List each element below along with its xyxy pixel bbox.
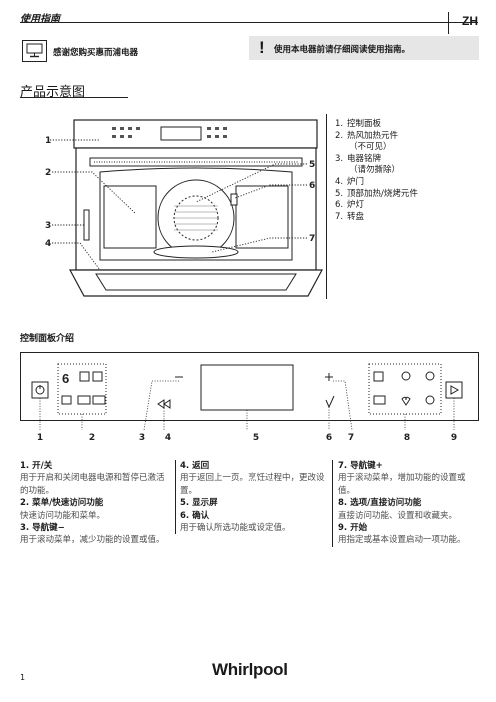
- warning-icon: !: [259, 38, 265, 57]
- item-text: 用指定或基本设置启动一项功能。: [338, 535, 466, 546]
- power-button: [31, 381, 49, 399]
- oven-diagram: 1 2 3 4 5 6 7: [45, 119, 324, 297]
- lock-icon: [373, 371, 384, 382]
- item-text: 快速访问功能和菜单。: [20, 510, 106, 521]
- brand-logo: Whirlpool: [212, 660, 288, 679]
- description-column-2: 4. 返回 用于返回上一页。烹饪过程中，更改设置。 5. 显示屏 6. 确认 用…: [175, 460, 330, 535]
- description-column-1: 1. 开/关 用于开启和关闭电器电源和暂停已激活的功能。 2. 菜单/快速访问功…: [20, 460, 170, 547]
- six-sense-icon: 6: [62, 371, 69, 386]
- item-heading: 3. 导航键−: [20, 523, 65, 534]
- list-item: 1.控制面板: [335, 119, 382, 129]
- callout-4: 4: [45, 239, 51, 249]
- callout-2: 2: [45, 168, 51, 178]
- back-icon: [157, 399, 171, 409]
- callout-5: 5: [309, 160, 315, 170]
- list-item: 3.电器铭牌: [335, 153, 382, 164]
- item-text: 直接访问功能、设置和收藏夹。: [338, 510, 458, 521]
- warning-text: 使用本电器前请仔细阅读使用指南。: [274, 45, 411, 55]
- item-heading: 6. 确认: [180, 510, 210, 521]
- item-text: 用于滚动菜单，增加功能的设置或值。: [338, 473, 466, 496]
- diagram-divider: [326, 114, 327, 299]
- item-text: 用于开启和关闭电器电源和暂停已激活的功能。: [20, 473, 165, 496]
- crisp-icon: [92, 395, 106, 405]
- item-heading: 9. 开始: [338, 523, 368, 534]
- display-window: [200, 364, 294, 411]
- button-number-9: 9: [451, 433, 457, 443]
- callout-3: 3: [45, 221, 51, 231]
- start-button: [445, 381, 463, 399]
- grill-icon: [77, 395, 91, 405]
- item-heading: 5. 显示屏: [180, 498, 218, 509]
- item-text: 用于确认所选功能或设定值。: [180, 523, 291, 534]
- menu-icon: [61, 395, 72, 405]
- item-heading: 1. 开/关: [20, 461, 53, 471]
- list-item: 7.转盘: [335, 211, 365, 222]
- list-item: 6.炉灯: [335, 200, 365, 211]
- oven-lamp: [230, 193, 238, 206]
- item-heading: 8. 选项/直接访问功能: [338, 498, 422, 509]
- section-title-product: 产品示意图: [20, 85, 86, 100]
- item-heading: 7. 导航键+: [338, 461, 383, 471]
- section-title-control-panel: 控制面板介绍: [20, 334, 75, 344]
- list-item: 4.炉门: [335, 176, 365, 187]
- play-icon: [450, 385, 460, 395]
- button-number-3: 3: [139, 433, 145, 443]
- warning-box: ! 使用本电器前请仔细阅读使用指南。: [249, 36, 479, 60]
- thanks-text: 感谢您购买惠而浦电器: [53, 48, 139, 58]
- settings-icon: [425, 395, 435, 405]
- item-text: 用于返回上一页。烹饪过程中，更改设置。: [180, 473, 325, 496]
- panel-display: [160, 126, 202, 141]
- timer-icon: [401, 371, 411, 381]
- item-heading: 2. 菜单/快速访问功能: [20, 498, 104, 509]
- rating-plate: [83, 209, 90, 241]
- page-number: 1: [20, 673, 26, 682]
- grill-element: [89, 157, 303, 167]
- item-text: 用于滚动菜单，减少功能的设置或值。: [20, 535, 165, 546]
- steam-icon: [373, 395, 386, 405]
- button-number-6: 6: [326, 433, 332, 443]
- button-number-1: 1: [37, 433, 43, 443]
- list-item-note: （请勿撕除）: [349, 165, 401, 176]
- turntable: [153, 245, 239, 259]
- language-code: ZH: [462, 14, 478, 28]
- list-item: 2.热风加热元件: [335, 130, 399, 141]
- button-number-2: 2: [89, 433, 95, 443]
- button-number-8: 8: [404, 433, 410, 443]
- header-rule: [20, 22, 478, 23]
- callout-6: 6: [309, 181, 315, 191]
- list-item-note: （不可见）: [349, 142, 392, 153]
- header-title: 使用指南: [20, 14, 60, 25]
- control-panel-diagram: 6 1 2 3 4 5 6 7 8 9: [20, 352, 479, 443]
- panel-icons: [112, 127, 227, 138]
- parts-list: 1.控制面板 2.热风加热元件 （不可见） 3.电器铭牌 （请勿撕除） 4.炉门…: [335, 119, 418, 223]
- callout-1: 1: [45, 136, 51, 146]
- monitor-icon: [22, 40, 47, 62]
- language-box: [448, 12, 478, 34]
- callout-7: 7: [309, 234, 315, 244]
- description-column-3: 7. 导航键+ 用于滚动菜单，增加功能的设置或值。 8. 选项/直接访问功能 直…: [332, 460, 482, 547]
- defrost-icon: [79, 371, 90, 382]
- section-title-rule: [20, 97, 128, 98]
- microwave-icon: [92, 371, 103, 382]
- clock-icon: [425, 371, 435, 381]
- item-heading: 4. 返回: [180, 461, 210, 471]
- button-number-7: 7: [348, 433, 354, 443]
- button-number-4: 4: [165, 433, 171, 443]
- list-item: 5.顶部加热/烧烤元件: [335, 188, 418, 199]
- button-number-5: 5: [253, 433, 259, 443]
- favorite-icon: [401, 396, 411, 406]
